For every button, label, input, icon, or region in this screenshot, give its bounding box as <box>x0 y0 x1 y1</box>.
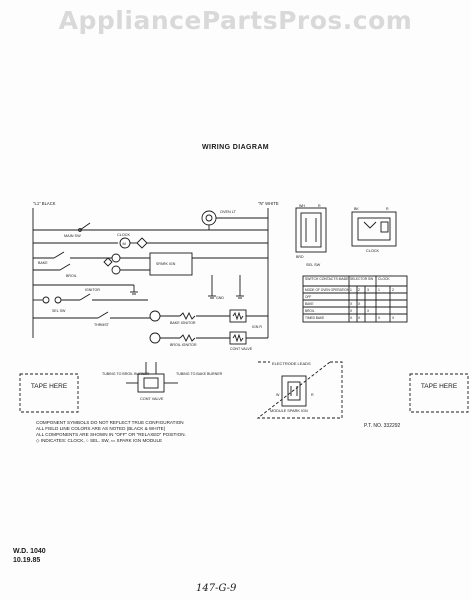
bake-switch-label: BAKE <box>38 261 48 265</box>
sel-pin-r: R <box>318 204 321 208</box>
watermark: AppliancePartsPros.com <box>58 6 413 35</box>
main-sw-label: MAIN SW <box>64 234 81 238</box>
sel-sw-pin-diagram <box>295 207 327 253</box>
spark-ign-label: SPARK IGN <box>156 262 176 266</box>
broil-ignitor-label: BROIL IGNITOR <box>170 343 197 347</box>
part-number: P.T. NO. 332292 <box>364 423 401 429</box>
chart-cell: 2 <box>392 288 394 292</box>
clock-diagram-label: CLOCK <box>366 249 380 253</box>
clock-label: CLOCK <box>117 233 131 237</box>
chart-cell: X <box>350 309 353 313</box>
n-label: "N" WHITE <box>258 201 279 206</box>
chart-row-label: OFF <box>305 295 311 299</box>
chart-cell: 1 <box>350 288 352 292</box>
sel-sw-label: SEL SW <box>52 309 66 313</box>
wd-block: W.D. 1040 10.19.85 <box>13 548 46 565</box>
handwritten-code: 147-G-9 <box>196 583 237 594</box>
wd-date: 10.19.85 <box>13 556 41 564</box>
oven-light <box>201 210 268 230</box>
diagram-title: WIRING DIAGRAM <box>201 144 270 151</box>
wd-number: W.D. 1040 <box>13 548 46 555</box>
chart-cell: X <box>350 316 353 320</box>
note-line: ALL FIELD LINE COLORS ARE AS NOTED (BLAC… <box>36 426 166 431</box>
ignitor-branch <box>33 275 244 299</box>
gnd-label: GND <box>216 296 224 300</box>
chart-header-mid: SELECTOR SW <box>350 277 373 281</box>
chart-cell: X <box>358 316 361 320</box>
notes-block: COMPONENT SYMBOLS DO NOT REFLECT TRUE CO… <box>36 420 286 444</box>
valve-label: CONT VALVE <box>140 397 164 401</box>
chart-cell: X <box>350 302 353 306</box>
sel-sw-diagram-label: SEL SW <box>306 263 321 267</box>
tape-right-text: TAPE HERE <box>420 383 458 390</box>
chart-header-left: SWITCH CONTACTS MADE <box>305 277 349 281</box>
note-line: ◇ INDICATES: CLOCK, ○ SEL. SW, ▭ SPARK I… <box>36 438 163 443</box>
chart-cell: 1 <box>378 288 380 292</box>
clock-pin-r: R <box>386 207 389 211</box>
clock-pin-diagram <box>351 211 397 247</box>
sel-pin-brd: BRD <box>296 255 304 259</box>
chart-cell: 3 <box>367 288 369 292</box>
chart-row-label: TIMED BAKE <box>305 316 324 320</box>
main-switch <box>78 222 91 232</box>
selector-switch-bank <box>33 251 268 276</box>
note-line: COMPONENT SYMBOLS DO NOT REFLECT TRUE CO… <box>36 420 184 425</box>
module-label: MODULE SPARK IGN <box>270 409 308 413</box>
bake-ignitor-label: BAKE IGNITOR <box>170 321 196 325</box>
l1-label: "L1" BLACK <box>33 201 56 206</box>
valve-diagram <box>126 362 178 393</box>
svg-text:M: M <box>123 241 126 246</box>
electrode-leads-title: ELECTRODE LEADS <box>272 361 311 366</box>
clock-branch: M <box>33 237 268 249</box>
valve-right-label: TUBING TO BAKE BURNER <box>176 372 223 376</box>
chart-row-label: BAKE <box>305 302 314 306</box>
note-line: ALL COMPONENTS ARE SHOWN IN "OFF" OR "RE… <box>36 432 186 437</box>
chart-cell: X <box>378 316 381 320</box>
valve-left-label: TUBING TO BROIL BURNER <box>102 372 150 376</box>
chart-row-label: MODE OF OVEN OPERATION <box>305 288 350 292</box>
chart-header-right: CLOCK <box>378 277 390 281</box>
thermostat-label: THRMST <box>94 323 110 327</box>
tape-right-box <box>409 373 469 413</box>
chart-cell: X <box>392 316 395 320</box>
module-pin-w: W <box>276 393 280 397</box>
chart-cell: 2 <box>358 288 360 292</box>
chart-row-label: BROIL <box>305 309 315 313</box>
bake-branch <box>33 293 268 323</box>
ign-r-label: IGN R <box>252 325 262 329</box>
chart-cell: X <box>358 302 361 306</box>
cont-valve-label: CONT VALVE <box>230 347 253 351</box>
ignitor-label: IGNITOR <box>85 288 100 292</box>
electrode-module-box <box>256 361 343 419</box>
chart-cell: X <box>367 309 370 313</box>
broil-switch-label: BROIL <box>66 274 77 278</box>
clock-pin-bk: BK <box>354 207 359 211</box>
sel-pin-wh: WH <box>299 204 305 208</box>
broil-branch <box>33 311 268 345</box>
switch-chart <box>302 275 408 323</box>
tape-left-box <box>19 373 79 413</box>
oven-lt-label: OVEN LT <box>220 210 237 214</box>
module-pin-r: R <box>311 393 314 397</box>
tape-left-text: TAPE HERE <box>30 383 68 390</box>
